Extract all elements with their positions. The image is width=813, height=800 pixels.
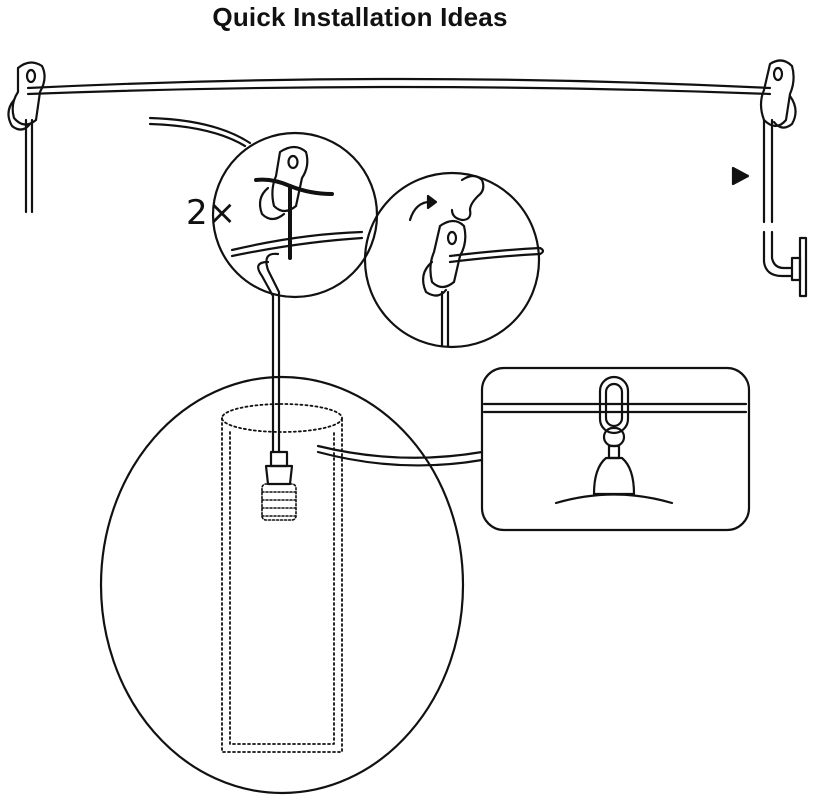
diagram-title: Quick Installation Ideas [212, 2, 508, 32]
right-wall-hook-icon [761, 60, 796, 222]
clip-hook-icon [423, 221, 543, 346]
tension-wire [28, 79, 770, 94]
bulb-socket-icon [262, 452, 296, 520]
lamp-cord [232, 232, 362, 452]
lamp-cap-icon [556, 446, 672, 503]
wall-anchor-icon [764, 232, 806, 296]
arrow-icon [733, 168, 748, 184]
hook-detail-icon [256, 147, 332, 258]
chain-link-icon [484, 377, 746, 446]
s-hook-icon [452, 176, 483, 220]
callout-line-2b [318, 446, 482, 458]
detail-box-chain [482, 368, 749, 530]
multiplier-label: 2× [186, 193, 236, 233]
rotate-arrow-icon [410, 196, 436, 220]
callout-line-1 [150, 118, 250, 143]
lamp-oval-view [101, 377, 463, 793]
cylinder-shade-icon [222, 404, 342, 752]
left-wall-hook-icon [8, 62, 44, 212]
callout-line-1b [150, 124, 245, 146]
detail-circle-clip [365, 173, 539, 347]
callout-line-2 [318, 452, 482, 465]
